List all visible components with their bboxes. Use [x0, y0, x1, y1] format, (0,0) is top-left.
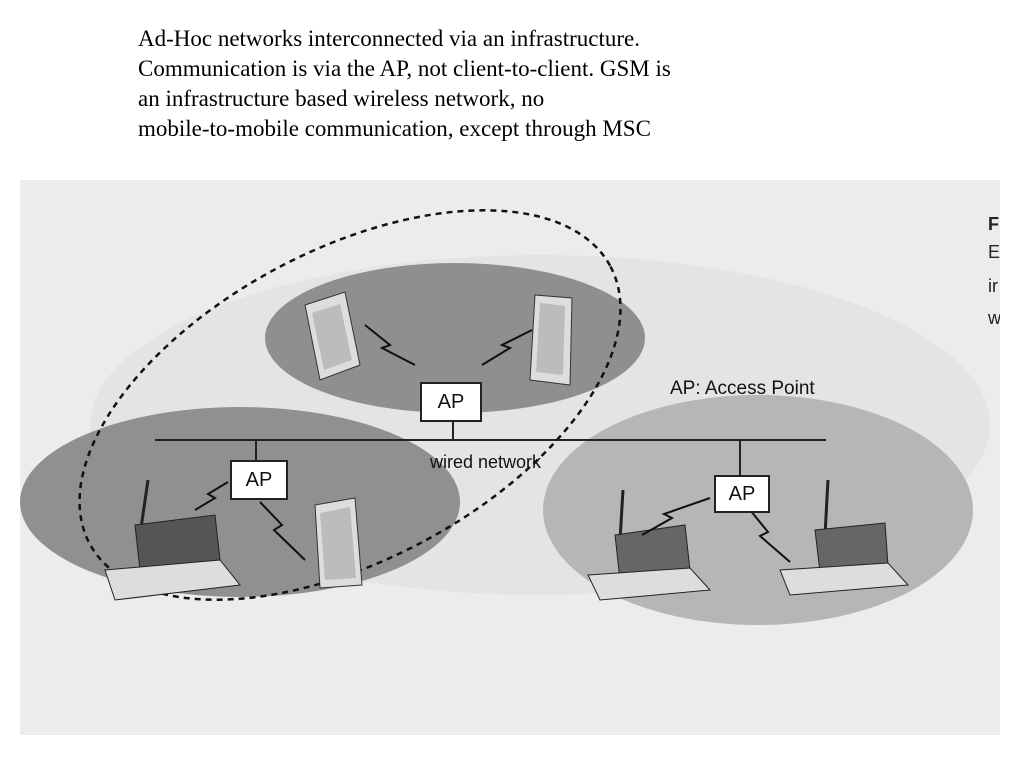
wireless-link: [364, 324, 416, 366]
access-point-box: AP: [420, 382, 482, 422]
caption-line-3: an infrastructure based wireless network…: [138, 86, 545, 111]
cropped-side-text: E: [988, 242, 1000, 262]
pda-device-icon: [304, 291, 361, 381]
cell-left: [20, 407, 460, 597]
laptop-icon: [587, 489, 712, 601]
laptop-icon: [104, 479, 241, 601]
caption-line-1: Ad-Hoc networks interconnected via an in…: [138, 26, 640, 51]
access-point-box: AP: [714, 475, 770, 513]
wired-network-label: wired network: [430, 452, 542, 472]
access-point-box: AP: [230, 460, 288, 500]
wireless-link: [194, 481, 229, 511]
laptop-icon: [779, 479, 910, 596]
caption-line-4: mobile-to-mobile communication, except t…: [138, 116, 651, 141]
wireless-link: [259, 501, 306, 561]
pda-device-icon: [314, 497, 363, 589]
caption-line-2: Communication is via the AP, not client-…: [138, 56, 671, 81]
pda-device-icon: [529, 294, 573, 386]
caption: Ad-Hoc networks interconnected via an in…: [138, 24, 838, 144]
wireless-link: [481, 329, 533, 366]
cropped-side-text: F: [988, 214, 999, 234]
cropped-side-text: ir: [988, 276, 998, 296]
adhoc-boundary: [78, 209, 622, 601]
access-point-legend: AP: Access Point: [670, 378, 815, 399]
wireless-link: [641, 497, 711, 536]
wireless-link: [749, 509, 791, 563]
cropped-side-text: w: [988, 308, 1000, 328]
scanned-figure: AP AP AP AP: Access Point wired network …: [20, 180, 1000, 735]
